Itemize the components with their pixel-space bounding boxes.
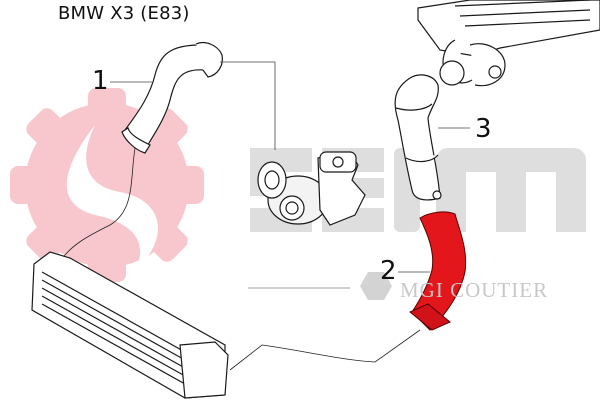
swoosh-icon [66, 125, 158, 270]
diagram-title: BMW X3 (E83) [58, 3, 190, 24]
callout-2: 2 [380, 256, 397, 286]
intake-manifold-drawing [417, 0, 600, 87]
hose-3-drawing [394, 74, 442, 201]
callout-1: 1 [92, 66, 109, 96]
callout-3: 3 [475, 114, 492, 144]
brand-watermark: MGI COUTIER [400, 278, 549, 302]
turbocharger-drawing [257, 151, 366, 226]
mgi-hex-icon [360, 272, 392, 300]
intercooler-drawing [31, 251, 229, 399]
hose-1-drawing [110, 42, 223, 154]
hose-2-highlighted [409, 211, 467, 331]
